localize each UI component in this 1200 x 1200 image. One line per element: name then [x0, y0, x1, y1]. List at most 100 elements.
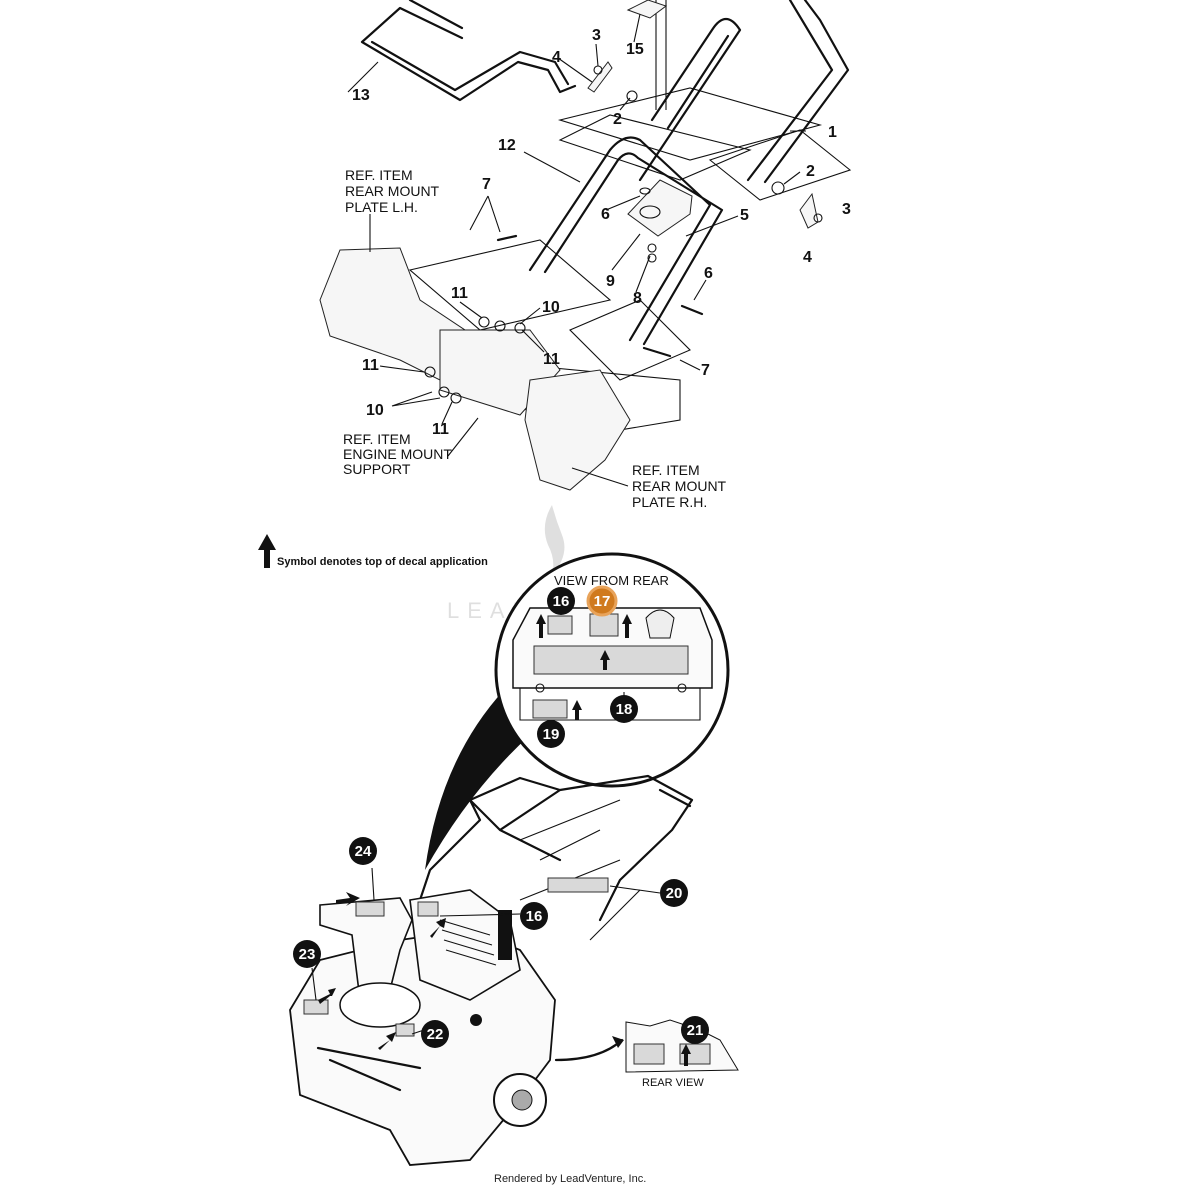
- washer-icon: [626, 90, 638, 102]
- wheel-hub: [511, 1089, 533, 1111]
- pivot-bracket: [627, 179, 693, 237]
- arrow-right-icon: [336, 892, 360, 906]
- thrower-handle: [418, 774, 694, 922]
- arrow-icon: [430, 918, 446, 938]
- svg-text:23: 23: [299, 946, 316, 963]
- label-7: 7: [482, 176, 491, 193]
- callout-23[interactable]: 23: [293, 940, 321, 968]
- label-2: 2: [613, 111, 622, 128]
- decal-note: Symbol denotes top of decal application: [258, 534, 488, 568]
- nut-icon: [647, 243, 657, 253]
- vent-slots: [439, 919, 497, 966]
- bracket-hole: [639, 205, 661, 219]
- label-7: 7: [701, 362, 710, 379]
- decal-18: [533, 645, 689, 675]
- nut-icon: [813, 213, 823, 223]
- label-2: 2: [806, 163, 815, 180]
- nut-icon: [450, 392, 462, 404]
- handle-assembly-drawing: 1 2 2 3 3 4 4 5 6 6 7 7 8 9 10 10 11 11 …: [319, 0, 852, 510]
- arrow-up-icon: [622, 614, 632, 638]
- label-12: 12: [498, 137, 516, 154]
- svg-text:18: 18: [616, 701, 633, 718]
- callout-22[interactable]: 22: [421, 1020, 449, 1048]
- arrow-icon: [378, 1032, 396, 1050]
- rod-outline: [655, 0, 667, 110]
- cap-icon: [470, 1014, 482, 1026]
- arrow-up-icon: [681, 1044, 691, 1066]
- label-1: 1: [828, 124, 837, 141]
- label-11: 11: [362, 357, 379, 374]
- arrow-head-icon: [612, 1036, 624, 1048]
- washer-icon: [494, 320, 506, 332]
- panel-outline-e: [569, 299, 691, 381]
- panel-outline-b: [558, 114, 752, 181]
- washer-icon: [438, 386, 450, 398]
- decal-17: [589, 613, 619, 637]
- rear-mount-plate-rh: [524, 369, 631, 491]
- arrow-icon: [318, 988, 336, 1004]
- decal-19: [532, 699, 568, 719]
- label-10: 10: [366, 402, 384, 419]
- fuel-cap: [645, 609, 675, 639]
- decal-rear-a: [633, 1043, 665, 1065]
- label-3: 3: [842, 201, 851, 218]
- label-10: 10: [542, 299, 560, 316]
- arrow-up-icon: [572, 700, 582, 720]
- snow-thrower-drawing: REAR VIEW: [289, 774, 739, 1166]
- washer-icon: [771, 181, 785, 195]
- callout-24[interactable]: 24: [349, 837, 377, 865]
- label-9: 9: [606, 273, 615, 290]
- leader-lines-machine: [311, 867, 661, 1035]
- label-4: 4: [552, 49, 561, 66]
- panel-outline-a: [557, 87, 823, 161]
- knob-left: [587, 61, 613, 93]
- label-4: 4: [803, 249, 812, 266]
- callout-16-machine[interactable]: 16: [520, 902, 548, 930]
- leader-lines: [347, 13, 806, 487]
- ref-engine-mount-support: REF. ITEM ENGINE MOUNT SUPPORT: [343, 431, 456, 477]
- panel-outline-d: [408, 239, 612, 331]
- view-from-rear-label: VIEW FROM REAR: [554, 573, 669, 588]
- ref-rear-mount-lh: REF. ITEM REAR MOUNT PLATE L.H.: [345, 167, 443, 215]
- svg-text:20: 20: [666, 885, 683, 902]
- callout-19[interactable]: 19: [537, 720, 565, 748]
- decal-24: [355, 901, 385, 917]
- bolt-icon: [496, 234, 704, 358]
- svg-text:22: 22: [427, 1026, 444, 1043]
- arrow-up-icon: [600, 650, 610, 670]
- knob-right: [799, 192, 819, 229]
- label-8: 8: [633, 290, 642, 307]
- label-13: 13: [352, 87, 370, 104]
- engine-cover: [409, 889, 521, 1001]
- footer-credit: Rendered by LeadVenture, Inc.: [494, 1173, 646, 1185]
- auger: [316, 1046, 422, 1092]
- label-6: 6: [601, 206, 610, 223]
- washer-icon: [478, 316, 490, 328]
- label-5: 5: [740, 207, 749, 224]
- screw-icon: [677, 683, 687, 693]
- callout-20[interactable]: 20: [660, 879, 688, 907]
- svg-text:21: 21: [687, 1022, 704, 1039]
- decal-23: [303, 999, 329, 1015]
- callout-21[interactable]: 21: [681, 1016, 709, 1044]
- label-11: 11: [451, 285, 468, 302]
- spacer-icon: [639, 187, 651, 195]
- rear-view-leader: [554, 1038, 624, 1062]
- callout-17-highlighted[interactable]: 17: [586, 585, 618, 617]
- upper-bracket: [626, 0, 668, 19]
- label-6: 6: [704, 265, 713, 282]
- auger-intake: [339, 982, 421, 1028]
- decal-20: [547, 877, 609, 893]
- callout-16-detail[interactable]: 16: [547, 587, 575, 615]
- label-3: 3: [592, 27, 601, 44]
- arrow-up-icon: [258, 534, 276, 568]
- zoom-wedge: [425, 690, 530, 870]
- decal-16-on-machine: [417, 901, 439, 917]
- svg-text:16: 16: [526, 908, 543, 925]
- thrower-handle-inner: [519, 799, 641, 941]
- callout-18[interactable]: 18: [610, 695, 638, 723]
- svg-text:16: 16: [553, 593, 570, 610]
- bail-handle: [360, 0, 577, 102]
- label-11: 11: [543, 351, 560, 368]
